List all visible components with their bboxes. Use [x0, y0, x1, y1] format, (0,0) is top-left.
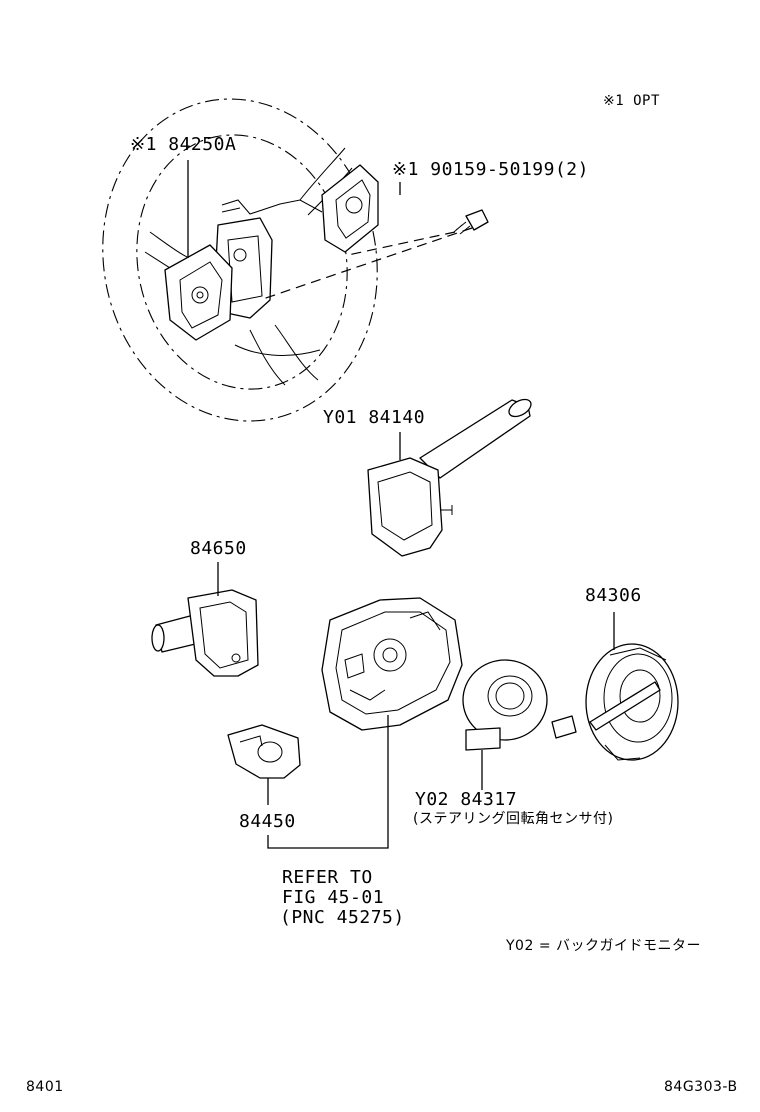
label-screw-part: ※1 90159-50199(2) — [392, 159, 589, 180]
refer-line-1: REFER TO — [282, 867, 373, 888]
steering-wheel-drawing — [102, 98, 379, 422]
label-wiper-switch: Y01 84140 — [323, 407, 426, 428]
screw-dashed-line — [259, 227, 473, 301]
label-sensor-note: (ステアリング回転角センサ付) — [413, 811, 614, 827]
label-switch-84450: 84450 — [239, 811, 296, 832]
label-wheel-part: ※1 84250A — [130, 134, 237, 155]
footer-right-code: 84G303-B — [664, 1079, 738, 1095]
label-spiral-cable: 84306 — [585, 585, 642, 606]
label-turn-switch: 84650 — [190, 538, 247, 559]
angle-sensor-drawing — [462, 659, 548, 751]
spiral-cable-drawing — [551, 643, 679, 761]
legend-y02: Y02 = バックガイドモニター — [506, 938, 701, 954]
refer-bracket-line — [267, 715, 389, 849]
turn-switch-drawing — [151, 589, 259, 677]
switch-84450-drawing — [227, 724, 301, 779]
footer-left-code: 8401 — [26, 1079, 64, 1095]
wiper-switch-drawing — [367, 398, 532, 557]
screw-drawing — [453, 209, 489, 235]
column-switch-body-drawing — [321, 597, 463, 731]
label-sensor-part: Y02 84317 — [415, 789, 518, 810]
refer-line-3: (PNC 45275) — [280, 907, 405, 928]
opt-note: ※1 OPT — [603, 93, 660, 109]
refer-line-2: FIG 45-01 — [282, 887, 385, 908]
